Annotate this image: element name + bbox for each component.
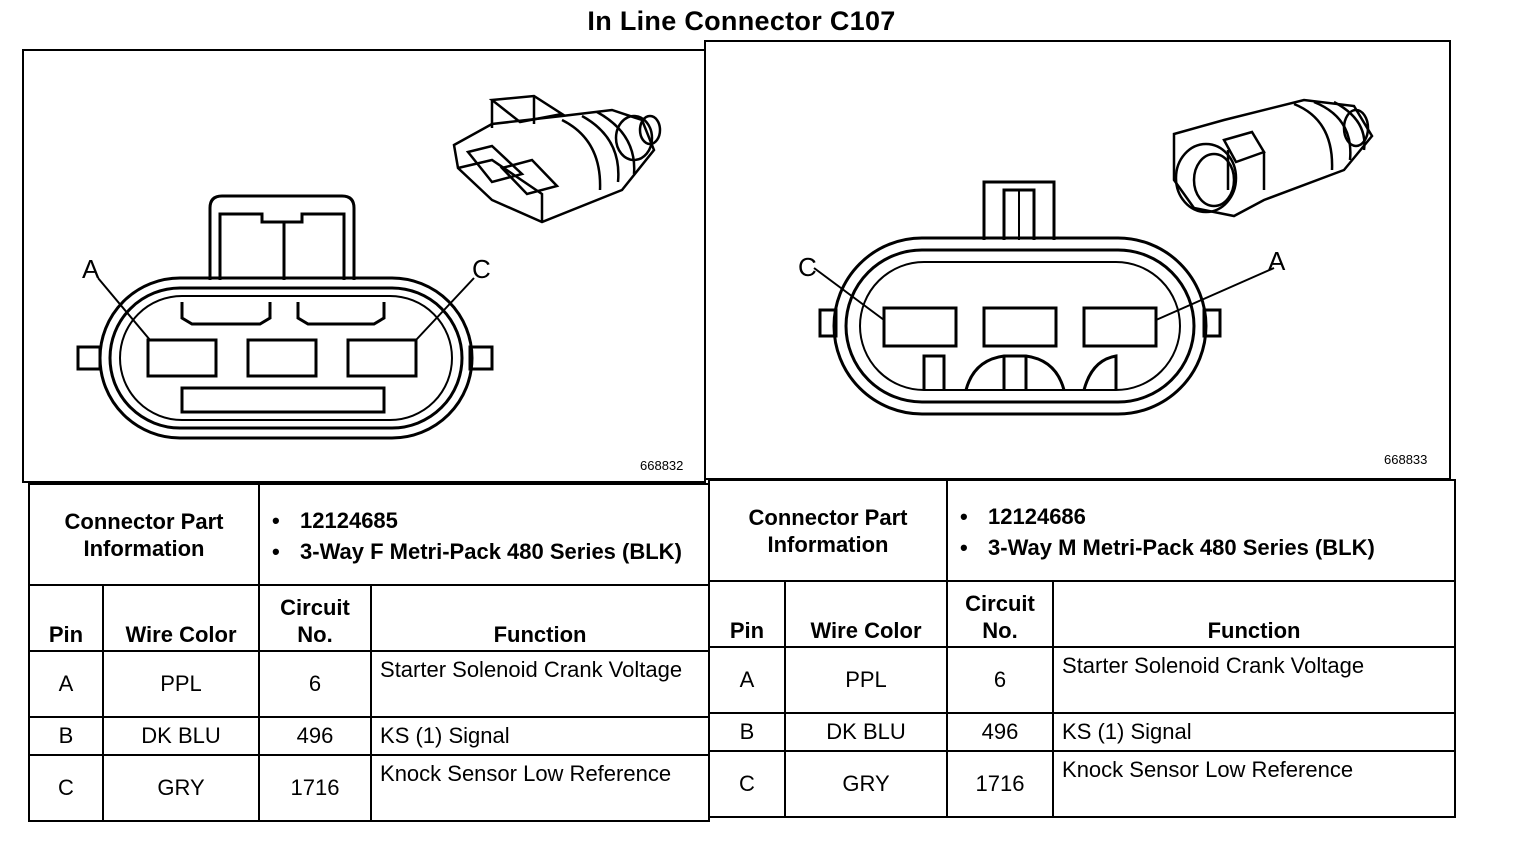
- left-header-wire-color: Wire Color: [101, 584, 261, 652]
- right-part-number: 12124686: [988, 503, 1086, 529]
- table-row: B DK BLU 496 KS (1) Signal: [708, 712, 1457, 752]
- left-connector-face-drawing: A C: [76, 94, 662, 440]
- wire-color-cell: PPL: [101, 650, 261, 718]
- left-pin-label-c: C: [472, 254, 491, 284]
- left-connector-table: Connector Part Information •12124685 •3-…: [27, 483, 711, 822]
- wire-color-cell: GRY: [783, 750, 949, 818]
- table-row: C GRY 1716 Knock Sensor Low Reference: [708, 750, 1457, 818]
- wire-color-cell: PPL: [783, 646, 949, 714]
- right-diagram-frame: [704, 40, 1451, 480]
- pin-cell: C: [28, 754, 104, 822]
- table-row: A PPL 6 Starter Solenoid Crank Voltage: [28, 650, 711, 718]
- pin-cell: B: [28, 716, 104, 756]
- left-part-info: •12124685 •3-Way F Metri-Pack 480 Series…: [258, 483, 711, 586]
- table-row: A PPL 6 Starter Solenoid Crank Voltage: [708, 646, 1457, 714]
- left-figure-number: 668832: [640, 458, 684, 473]
- pin-cell: A: [708, 646, 786, 714]
- function-cell: Starter Solenoid Crank Voltage: [1052, 646, 1457, 714]
- wire-color-cell: GRY: [101, 754, 261, 822]
- function-cell: Starter Solenoid Crank Voltage: [370, 650, 711, 718]
- pin-cell: A: [28, 650, 104, 718]
- right-part-info: •12124686 •3-Way M Metri-Pack 480 Series…: [946, 479, 1457, 582]
- right-connector-table: Connector Part Information •12124686 •3-…: [707, 479, 1457, 818]
- right-header-function: Function: [1052, 580, 1457, 648]
- left-header-circuit: Circuit No.: [258, 584, 373, 652]
- right-pin-label-c: C: [798, 252, 817, 282]
- right-header-wire-color: Wire Color: [783, 580, 949, 648]
- left-part-description: 3-Way F Metri-Pack 480 Series (BLK): [300, 538, 682, 564]
- circuit-cell: 1716: [946, 750, 1055, 818]
- left-header-function: Function: [370, 584, 711, 652]
- right-header-pin: Pin: [708, 580, 786, 648]
- function-cell: Knock Sensor Low Reference: [370, 754, 711, 822]
- table-row: B DK BLU 496 KS (1) Signal: [28, 716, 711, 756]
- pin-cell: C: [708, 750, 786, 818]
- wire-color-cell: DK BLU: [783, 712, 949, 752]
- pin-cell: B: [708, 712, 786, 752]
- function-cell: KS (1) Signal: [370, 716, 711, 756]
- table-row: C GRY 1716 Knock Sensor Low Reference: [28, 754, 711, 822]
- function-cell: KS (1) Signal: [1052, 712, 1457, 752]
- wire-color-cell: DK BLU: [101, 716, 261, 756]
- circuit-cell: 6: [258, 650, 373, 718]
- circuit-cell: 6: [946, 646, 1055, 714]
- left-part-info-label: Connector Part Information: [27, 483, 261, 586]
- left-part-number: 12124685: [300, 507, 398, 533]
- right-connector-face-drawing: C A: [798, 98, 1374, 416]
- right-part-info-label: Connector Part Information: [707, 479, 949, 582]
- right-header-circuit: Circuit No.: [946, 580, 1055, 648]
- left-pin-label-a: A: [82, 254, 100, 284]
- right-pin-label-a: A: [1268, 246, 1286, 276]
- left-header-pin: Pin: [28, 584, 104, 652]
- right-part-description: 3-Way M Metri-Pack 480 Series (BLK): [988, 534, 1375, 560]
- circuit-cell: 496: [258, 716, 373, 756]
- function-cell: Knock Sensor Low Reference: [1052, 750, 1457, 818]
- page-title: In Line Connector C107: [587, 6, 896, 36]
- circuit-cell: 1716: [258, 754, 373, 822]
- right-figure-number: 668833: [1384, 452, 1428, 467]
- circuit-cell: 496: [946, 712, 1055, 752]
